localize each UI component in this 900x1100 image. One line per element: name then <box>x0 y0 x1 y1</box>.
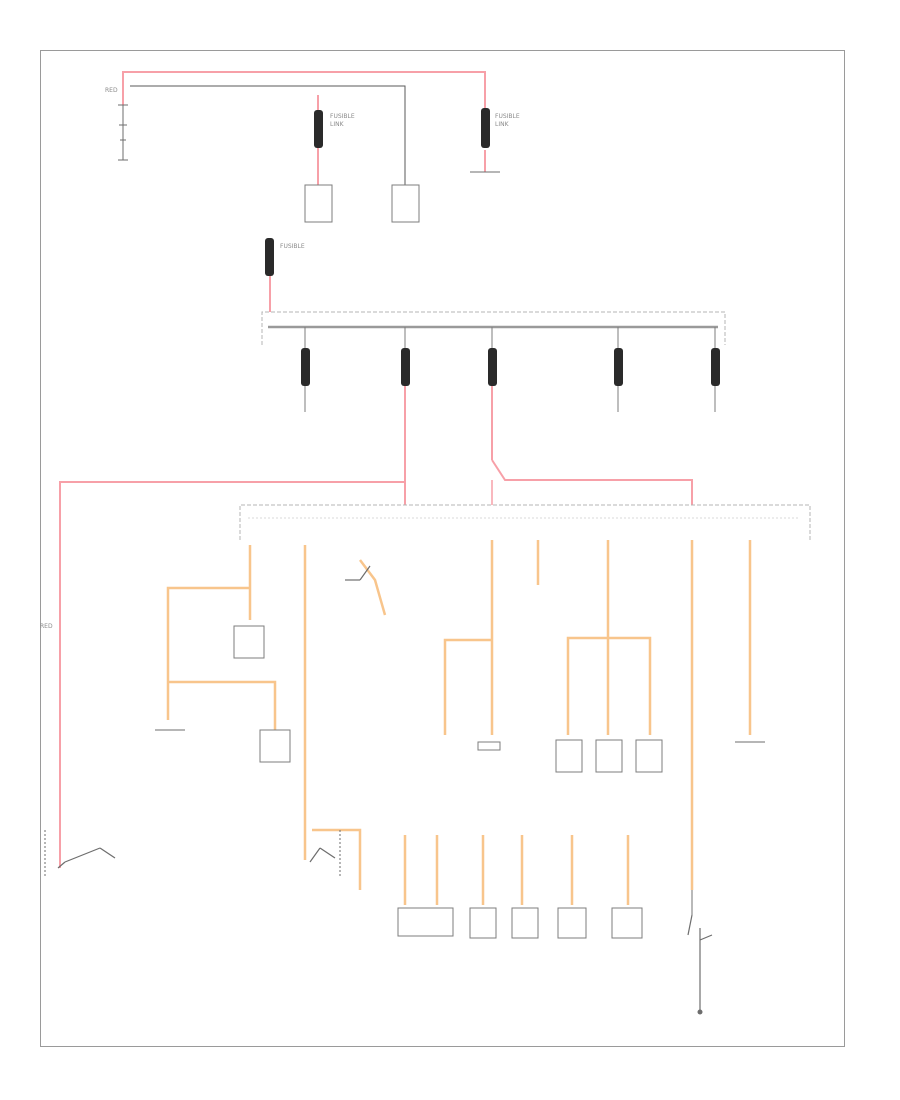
bottom-lamp-2 <box>511 907 539 939</box>
fusible-link-brake <box>481 108 490 148</box>
fuel-pump-relay-component <box>233 625 265 659</box>
oil-pressure-switch-component <box>259 729 291 763</box>
daytime-running-lamps-module <box>397 907 454 937</box>
fusible-link-generator <box>314 95 323 185</box>
neutral-start-switch-symbol <box>44 830 116 878</box>
power-window-motor-symbol <box>687 890 713 1015</box>
battery-feed-wires <box>122 71 486 185</box>
fusible-link-label-1: FUSIBLE <box>330 113 355 120</box>
junction-fuses <box>301 327 720 412</box>
fusible-link-label-3: FUSIBLE <box>280 243 305 250</box>
bottom-lamp-3 <box>557 907 587 939</box>
diagram-frame <box>40 50 845 1047</box>
horn-relay-component <box>477 741 501 751</box>
battery-symbol <box>118 104 128 161</box>
cooling-fan-relay-1 <box>555 739 583 773</box>
battery-wire-label: RED <box>105 87 118 94</box>
ignition-red-feeds <box>59 386 693 868</box>
red-wire-label: RED <box>40 623 53 630</box>
cooling-fan-relay-3 <box>635 739 663 773</box>
reverse-lamp-switch-symbol <box>345 565 371 581</box>
ignition-switch-bus <box>239 504 811 540</box>
generator-component <box>304 184 333 223</box>
fusible-link-label-1b: LINK <box>330 121 345 128</box>
fusible-link-label-2b: LINK <box>495 121 510 128</box>
orange-circuits <box>166 540 752 905</box>
starter-solenoid-component <box>391 184 420 223</box>
fusible-link-label-2: FUSIBLE <box>495 113 520 120</box>
lamp-switch-symbol <box>309 830 341 878</box>
fusible-link-main <box>265 238 274 312</box>
bottom-lamp-4 <box>611 907 643 939</box>
cooling-fan-relay-2 <box>595 739 623 773</box>
bottom-lamp-1 <box>469 907 497 939</box>
battery-junction-block <box>261 311 726 345</box>
